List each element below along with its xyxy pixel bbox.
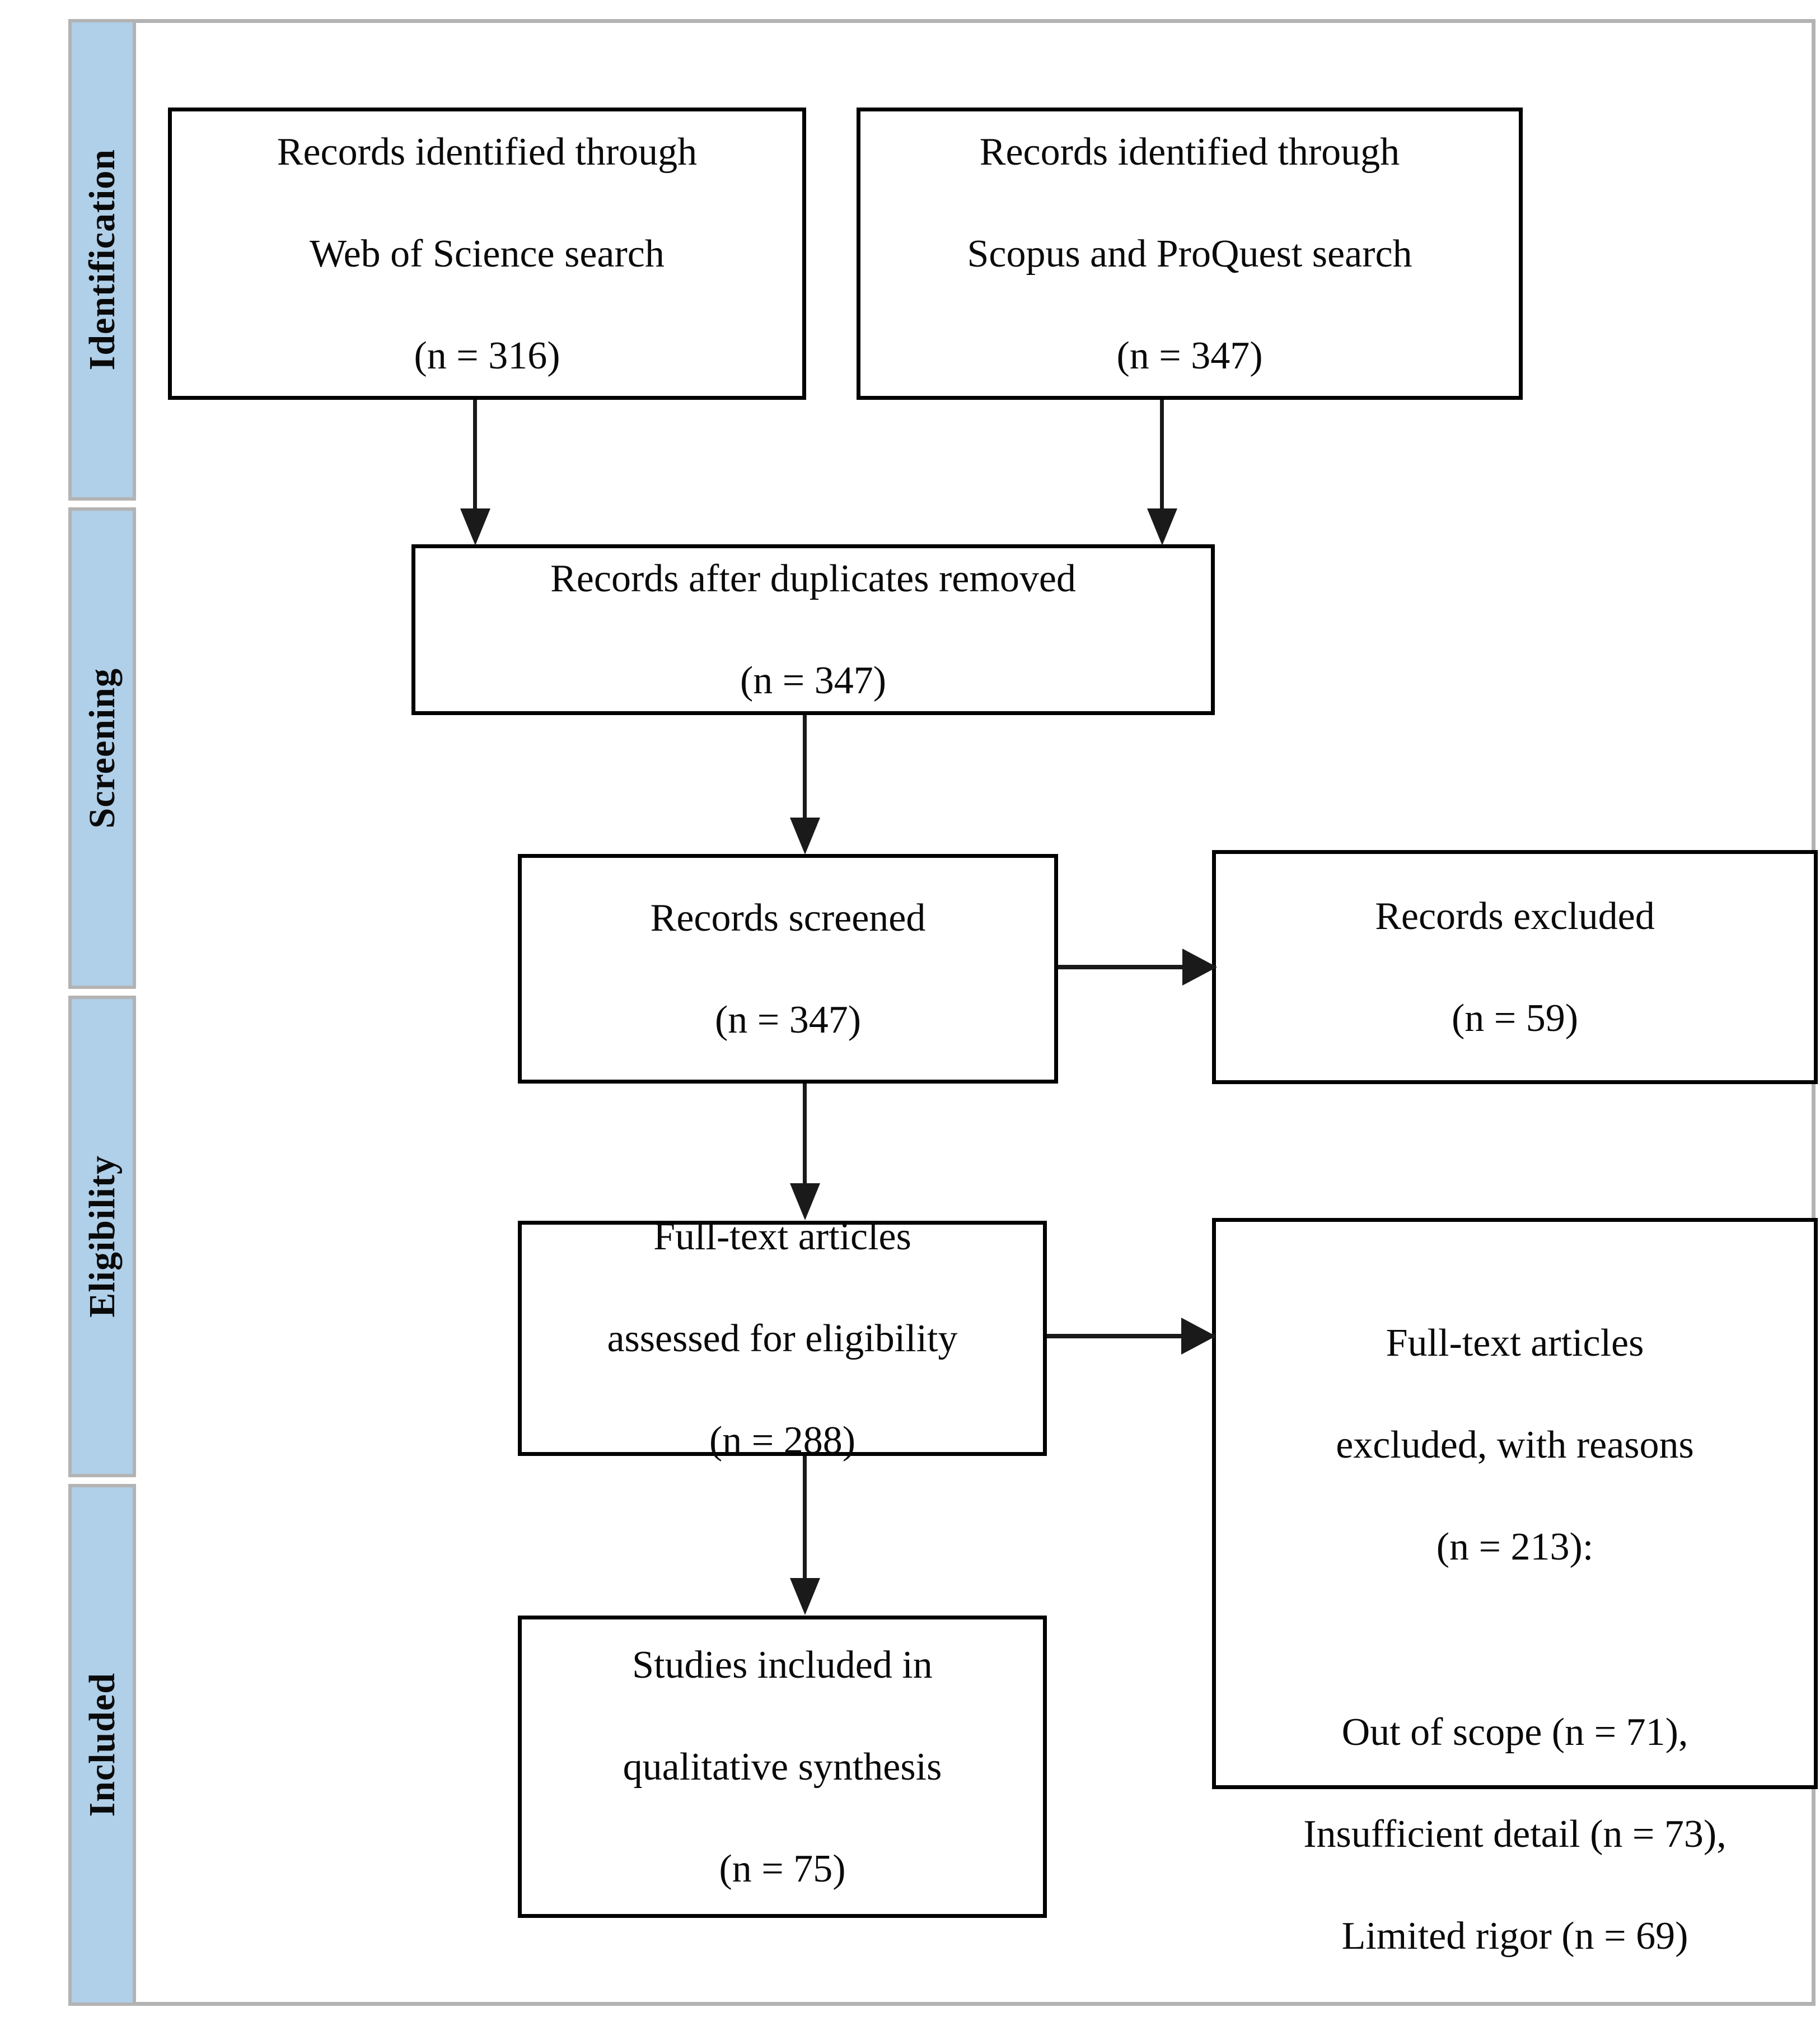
connector-wos-to-dedup-line (473, 400, 477, 515)
box-records-after-duplicates-removed: Records after duplicates removed (n = 34… (411, 544, 1215, 715)
stage-band-eligibility: Eligibility (68, 996, 136, 1477)
box-wos-line1: Records identified through (277, 130, 698, 174)
connector-fulltext-to-included-line (803, 1456, 807, 1582)
arrow-down-icon-screened-to-fulltext (790, 1183, 820, 1220)
arrow-right-icon-fulltext-to-reasons (1181, 1318, 1216, 1355)
diagram-bottom-rule (101, 2002, 1816, 2006)
box-records-screened: Records screened (n = 347) (518, 854, 1058, 1084)
reason-limited-rigor: Limited rigor (n = 69) (1341, 1915, 1688, 1958)
box-excluded-text: Records excluded (n = 59) (1367, 840, 1663, 1095)
stage-band-screening: Screening (68, 507, 136, 989)
reason-out-of-scope: Out of scope (n = 71), (1341, 1711, 1688, 1754)
box-fulltext-line1: Full-text articles (653, 1215, 911, 1258)
reason-insufficient-detail: Insufficient detail (n = 73), (1303, 1813, 1727, 1856)
stage-band-identification: Identification (68, 19, 136, 501)
box-included-count: (n = 75) (719, 1847, 846, 1890)
arrow-down-icon-wos-to-dedup (460, 508, 490, 545)
box-records-excluded: Records excluded (n = 59) (1212, 850, 1818, 1084)
stage-label-identification: Identification (81, 149, 123, 371)
connector-screened-to-fulltext-line (803, 1084, 807, 1187)
box-fulltext-assessed: Full-text articles assessed for eligibil… (518, 1215, 1047, 1462)
box-scopus-text: Records identified through Scopus and Pr… (959, 76, 1420, 432)
stage-band-included: Included (68, 1484, 136, 2006)
arrow-down-icon-dedup-to-screened (790, 818, 820, 855)
box-fulltext-excluded-with-reasons: Full-text articles excluded, with reason… (1212, 1218, 1818, 1958)
box-screened-text: Records screened (n = 347) (643, 842, 934, 1096)
connector-dedup-to-screened-line (803, 715, 807, 821)
box-fulltext-text: Full-text articles assessed for eligibil… (599, 1160, 965, 1517)
box-excluded-line1: Records excluded (1375, 894, 1655, 938)
box-excl-reasons-count: (n = 213): (1436, 1525, 1594, 1568)
box-excluded-count: (n = 59) (1451, 996, 1579, 1040)
box-dedup-count: (n = 347) (740, 659, 887, 702)
connector-scopus-to-dedup-line (1160, 400, 1164, 515)
box-screened-line1: Records screened (650, 896, 926, 940)
box-included-line1: Studies included in (632, 1643, 933, 1687)
box-screened-count: (n = 347) (714, 998, 862, 1042)
box-wos-count: (n = 316) (414, 334, 560, 377)
box-scopus-line1: Records identified through (979, 130, 1400, 174)
stage-label-eligibility: Eligibility (81, 1155, 123, 1318)
arrow-right-icon-screened-to-excluded (1182, 949, 1217, 986)
box-excl-reasons-line1: Full-text articles (1386, 1322, 1644, 1365)
stage-label-screening: Screening (81, 667, 123, 829)
box-included-line2: qualitative synthesis (623, 1745, 942, 1789)
box-dedup-text: Records after duplicates removed (n = 34… (542, 502, 1084, 757)
reason-spacer (1303, 1623, 1726, 1656)
box-fulltext-count: (n = 288) (709, 1418, 856, 1462)
arrow-down-icon-fulltext-to-included (790, 1578, 820, 1615)
box-wos-line2: Web of Science search (310, 232, 665, 276)
box-excl-reasons-text: Full-text articles excluded, with reason… (1295, 1262, 1734, 2013)
connector-fulltext-to-reasons-line (1047, 1334, 1215, 1338)
box-excl-reasons-line2: excluded, with reasons (1336, 1423, 1694, 1467)
box-records-identified-wos: Records identified through Web of Scienc… (168, 108, 806, 400)
box-records-identified-scopus: Records identified through Scopus and Pr… (857, 108, 1523, 400)
box-included-text: Studies included in qualitative synthesi… (615, 1589, 950, 1945)
box-scopus-line2: Scopus and ProQuest search (967, 232, 1412, 276)
box-scopus-count: (n = 347) (1116, 334, 1263, 377)
box-studies-included-qualitative-synthesis: Studies included in qualitative synthesi… (518, 1616, 1047, 1918)
arrow-down-icon-scopus-to-dedup (1147, 508, 1177, 545)
box-fulltext-line2: assessed for eligibility (607, 1317, 958, 1360)
box-dedup-line1: Records after duplicates removed (550, 557, 1076, 600)
stage-label-included: Included (81, 1673, 123, 1817)
box-wos-text: Records identified through Web of Scienc… (269, 76, 705, 432)
connector-screened-to-excluded-line (1058, 965, 1215, 969)
